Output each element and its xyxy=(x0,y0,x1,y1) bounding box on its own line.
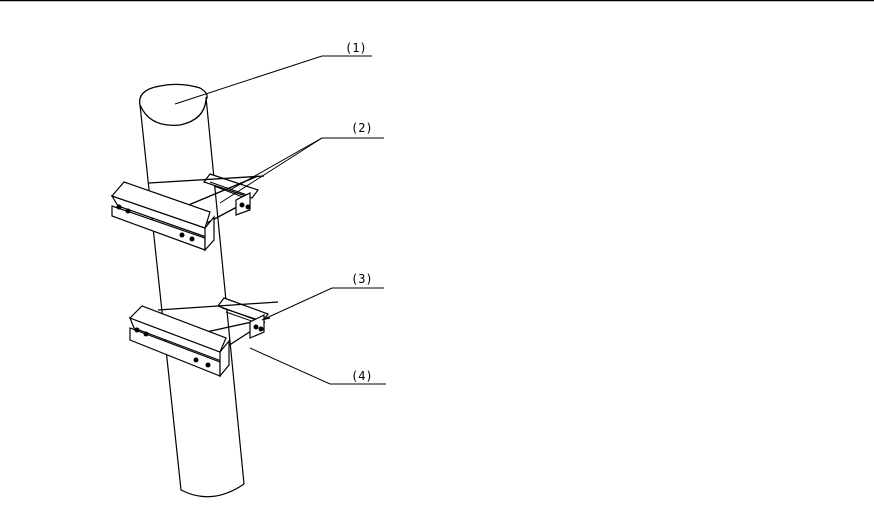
leader-line-1 xyxy=(175,56,372,104)
leader-line-3 xyxy=(262,288,384,320)
callout-label-2: (2) xyxy=(351,121,373,135)
bolt-hole-icon xyxy=(190,237,195,242)
callout-label-3: (3) xyxy=(351,272,373,286)
bolt-hole-icon xyxy=(126,209,131,214)
bolt-hole-icon xyxy=(259,327,264,332)
bolt-hole-icon xyxy=(206,363,211,368)
bolt-hole-icon xyxy=(194,358,199,363)
bolt-hole-icon xyxy=(254,325,259,330)
callout-label-4: (4) xyxy=(351,369,373,383)
bolt-hole-icon xyxy=(135,328,140,333)
pole xyxy=(140,84,244,496)
bolt-hole-icon xyxy=(240,203,245,208)
callout-label-1: (1) xyxy=(345,41,367,55)
bolt-hole-icon xyxy=(117,205,122,210)
bolt-hole-icon xyxy=(246,205,251,210)
bolt-hole-icon xyxy=(144,332,149,337)
bolt-hole-icon xyxy=(180,233,185,238)
